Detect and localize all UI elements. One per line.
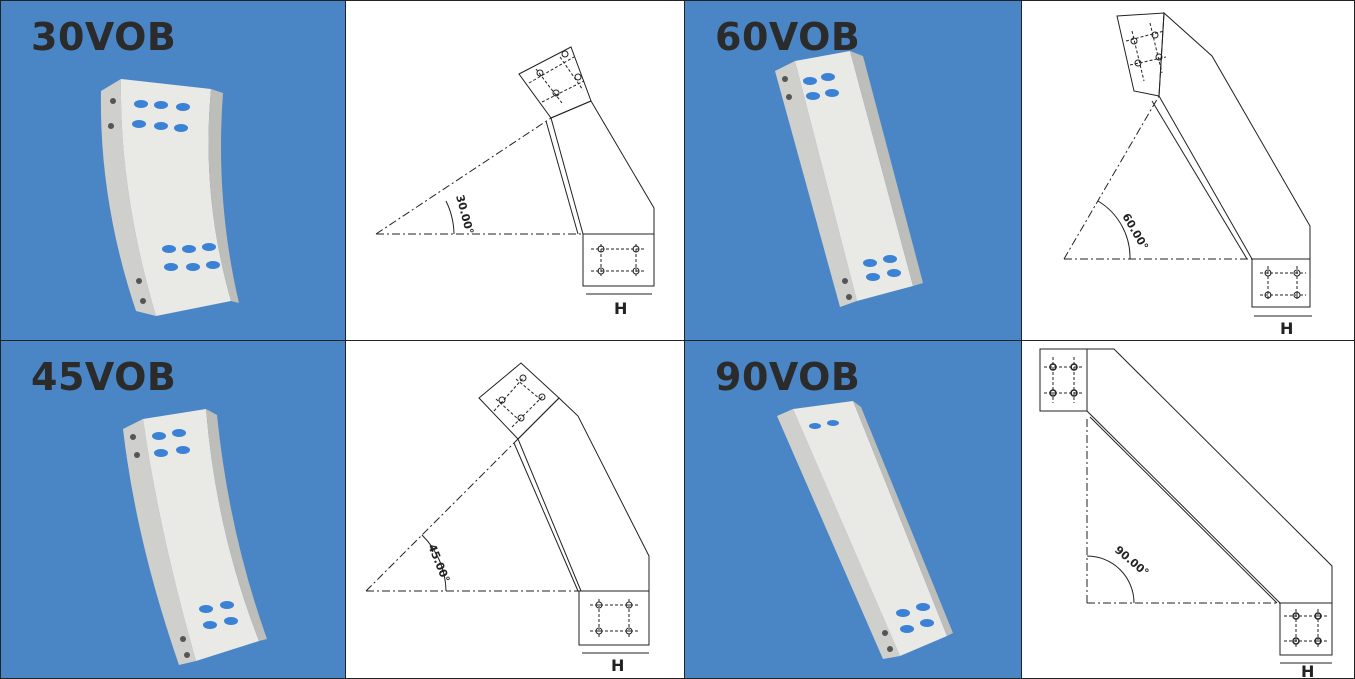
product-label-45vob: 45VOB [31,355,177,399]
photo-45vob: 45VOB [0,340,346,679]
tray-render-45vob [123,409,267,665]
angle-label-60vob: 60.00° [1119,211,1150,252]
width-label-60vob: H [1280,319,1293,338]
angle-label-30vob: 30.00° [453,193,476,235]
photo-90vob: 90VOB [684,340,1022,679]
technical-drawing-45vob: 45.00° H [365,362,650,675]
technical-drawing-90vob: 90.00° H [1039,348,1333,679]
width-label-30vob: H [614,299,627,318]
angle-label-45vob: 45.00° [425,542,452,584]
product-label-60vob: 60VOB [715,15,861,59]
photo-30vob: 30VOB [0,0,346,341]
width-label-45vob: H [611,656,624,675]
technical-drawing-60vob: 60.00° H [1063,11,1312,338]
drawing-90vob: 90.00° H [1021,340,1355,679]
tray-render-60vob [775,51,923,307]
tray-render-30vob [100,79,239,316]
drawing-30vob: 30.00° H [345,0,685,341]
drawing-45vob: 45.00° H [345,340,685,679]
drawing-60vob: 60.00° H [1021,0,1355,341]
tray-render-90vob [777,401,953,659]
product-label-30vob: 30VOB [31,15,177,59]
photo-60vob: 60VOB [684,0,1022,341]
technical-drawing-30vob: 30.00° H [375,46,655,318]
angle-label-90vob: 90.00° [1112,543,1151,579]
width-label-90vob: H [1301,662,1314,679]
product-label-90vob: 90VOB [715,355,861,399]
